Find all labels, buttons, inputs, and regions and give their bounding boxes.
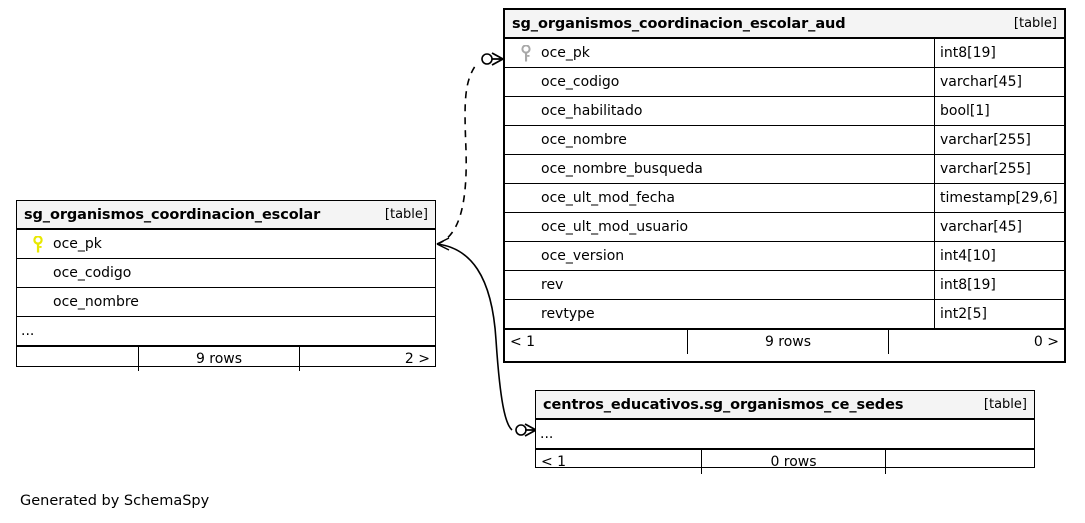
table-footer: 9 rows 2 > — [17, 346, 435, 371]
foreign-key-icon — [511, 44, 541, 62]
column-name: oce_pk — [541, 45, 590, 61]
column-name: rev — [541, 277, 564, 293]
table-title: sg_organismos_coordinacion_escolar_aud — [512, 15, 846, 32]
column-name-cell: oce_codigo — [17, 259, 435, 287]
column-name-cell: oce_codigo — [505, 68, 934, 96]
column-name-cell: ... — [17, 317, 435, 345]
cardinality-zero-circle — [481, 53, 493, 65]
outgoing-relationship-count[interactable] — [886, 450, 1034, 474]
table-footer: < 1 9 rows 0 > — [505, 329, 1064, 354]
column-type: int8[19] — [934, 271, 1064, 299]
column-name: oce_nombre — [53, 294, 139, 310]
column-name: oce_nombre_busqueda — [541, 161, 703, 177]
incoming-relationship-count[interactable]: < 1 — [510, 334, 536, 350]
table-row[interactable]: oce_habilitado bool[1] — [505, 97, 1064, 126]
row-count: 9 rows — [687, 330, 889, 354]
table-row[interactable]: oce_pk int8[19] — [505, 39, 1064, 68]
column-name: oce_ult_mod_usuario — [541, 219, 689, 235]
table-kind-label: [table] — [983, 397, 1027, 412]
outgoing-relationship-count[interactable]: 0 > — [1033, 334, 1059, 350]
column-type: varchar[45] — [934, 213, 1064, 241]
column-name: revtype — [541, 306, 595, 322]
row-count: 0 rows — [701, 450, 886, 474]
table-row[interactable]: oce_nombre_busqueda varchar[255] — [505, 155, 1064, 184]
row-count: 9 rows — [138, 347, 300, 371]
column-name: oce_codigo — [53, 265, 132, 281]
column-name: oce_version — [541, 248, 625, 264]
table-row-more-columns[interactable]: ... — [536, 420, 1034, 449]
column-name-cell: oce_pk — [17, 230, 435, 258]
column-name-cell: rev — [505, 271, 934, 299]
table-node-centros-educativos-sg-organismos-ce-sedes[interactable]: centros_educativos.sg_organismos_ce_sede… — [535, 390, 1035, 474]
column-name-cell: oce_nombre_busqueda — [505, 155, 934, 183]
table-header[interactable]: sg_organismos_coordinacion_escolar_aud [… — [505, 10, 1064, 39]
table-row[interactable]: oce_ult_mod_usuario varchar[45] — [505, 213, 1064, 242]
table-kind-label: [table] — [1013, 16, 1057, 31]
outgoing-relationship-count[interactable]: 2 > — [404, 351, 430, 367]
table-row[interactable]: oce_ult_mod_fecha timestamp[29,6] — [505, 184, 1064, 213]
table-row[interactable]: oce_version int4[10] — [505, 242, 1064, 271]
table-kind-label: [table] — [384, 207, 428, 222]
column-type: varchar[255] — [934, 155, 1064, 183]
crows-foot-marker — [491, 52, 504, 66]
table-row[interactable]: oce_nombre — [17, 288, 435, 317]
table-row[interactable]: oce_codigo — [17, 259, 435, 288]
column-name: oce_codigo — [541, 74, 620, 90]
column-type: int8[19] — [934, 39, 1064, 67]
incoming-relationship-count[interactable] — [17, 347, 138, 371]
column-name: oce_habilitado — [541, 103, 643, 119]
column-type: varchar[45] — [934, 68, 1064, 96]
table-row[interactable]: oce_codigo varchar[45] — [505, 68, 1064, 97]
column-type: varchar[255] — [934, 126, 1064, 154]
table-header[interactable]: centros_educativos.sg_organismos_ce_sede… — [536, 391, 1034, 420]
column-name-cell: oce_version — [505, 242, 934, 270]
cardinality-zero-circle — [515, 424, 527, 436]
table-title: centros_educativos.sg_organismos_ce_sede… — [543, 396, 904, 413]
column-type: bool[1] — [934, 97, 1064, 125]
column-name-cell: oce_habilitado — [505, 97, 934, 125]
primary-key-icon — [23, 235, 53, 253]
table-row[interactable]: oce_pk — [17, 230, 435, 259]
generator-credit: Generated by SchemaSpy — [20, 493, 210, 509]
more-columns-indicator: ... — [21, 323, 35, 339]
column-name: oce_nombre — [541, 132, 627, 148]
table-header[interactable]: sg_organismos_coordinacion_escolar [tabl… — [17, 201, 435, 230]
column-name: oce_ult_mod_fecha — [541, 190, 675, 206]
more-columns-indicator: ... — [540, 426, 554, 442]
table-row[interactable]: revtype int2[5] — [505, 300, 1064, 329]
table-row-more-columns[interactable]: ... — [17, 317, 435, 346]
column-name: oce_pk — [53, 236, 102, 252]
table-node-sg-organismos-coordinacion-escolar[interactable]: sg_organismos_coordinacion_escolar [tabl… — [16, 200, 436, 371]
column-name-cell: oce_ult_mod_fecha — [505, 184, 934, 212]
column-name-cell: oce_ult_mod_usuario — [505, 213, 934, 241]
column-name-cell: ... — [536, 420, 1034, 448]
table-footer: < 1 0 rows — [536, 449, 1034, 474]
column-type: int4[10] — [934, 242, 1064, 270]
crows-foot-marker-source — [436, 237, 450, 251]
incoming-relationship-count[interactable]: < 1 — [541, 454, 567, 470]
edge-main-to-aud — [436, 52, 504, 251]
column-type: int2[5] — [934, 300, 1064, 328]
table-row[interactable]: rev int8[19] — [505, 271, 1064, 300]
table-row[interactable]: oce_nombre varchar[255] — [505, 126, 1064, 155]
column-name-cell: revtype — [505, 300, 934, 328]
column-type: timestamp[29,6] — [934, 184, 1064, 212]
column-name-cell: oce_pk — [505, 39, 934, 67]
table-title: sg_organismos_coordinacion_escolar — [24, 206, 321, 223]
column-name-cell: oce_nombre — [505, 126, 934, 154]
table-node-sg-organismos-coordinacion-escolar-aud[interactable]: sg_organismos_coordinacion_escolar_aud [… — [503, 8, 1066, 363]
column-name-cell: oce_nombre — [17, 288, 435, 316]
